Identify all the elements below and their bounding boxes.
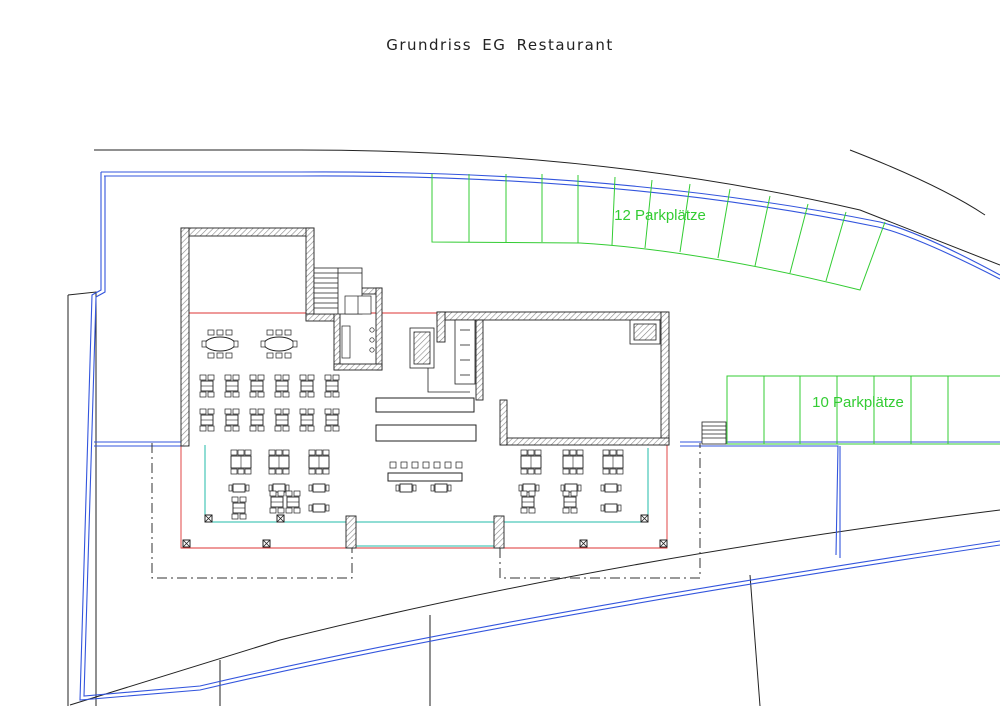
plan-title: Grundriss EG Restaurant [386, 36, 614, 54]
east-stairs [701, 421, 727, 445]
site-lines [67, 149, 1000, 706]
kitchen-fixtures [409, 319, 661, 393]
terrace-tables-center [395, 483, 452, 493]
parking-east-label: 10 Parkplätze [812, 394, 904, 411]
oval-tables [201, 329, 298, 359]
indoor-tables [199, 374, 340, 432]
property-boundary [79, 171, 1000, 701]
wc-fixtures [341, 295, 375, 359]
bar-stools [389, 461, 463, 469]
glazing-line [204, 445, 649, 547]
terrace-outline [151, 443, 701, 579]
terrace-tables-right [518, 449, 624, 514]
parking-east [726, 375, 1000, 445]
terrace-columns [182, 514, 668, 548]
parking-north [431, 174, 886, 291]
parking-north-label: 12 Parkplätze [614, 207, 706, 224]
bar-counters [375, 397, 477, 482]
terrace-tables-left [228, 449, 330, 520]
building-walls [180, 227, 670, 549]
